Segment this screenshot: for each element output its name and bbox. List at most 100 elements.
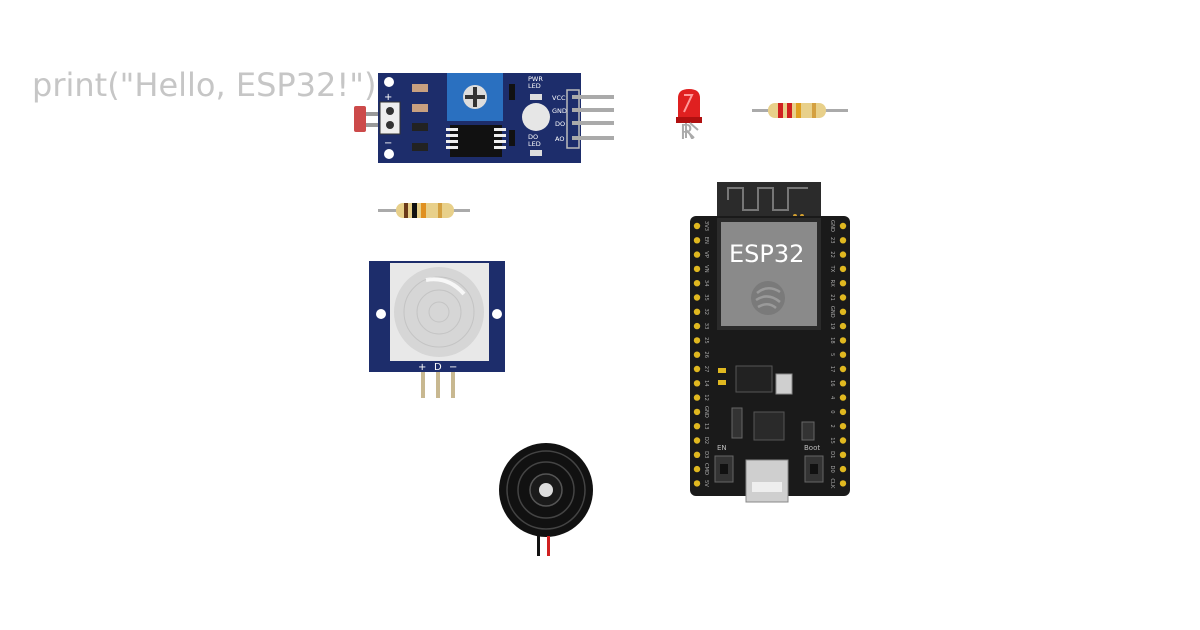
- right-pin-label: 0: [829, 410, 835, 413]
- left-pin-18[interactable]: [693, 480, 701, 487]
- right-pin-11[interactable]: [839, 380, 847, 387]
- right-pin-4[interactable]: [839, 280, 847, 287]
- right-pin-label: GND: [829, 220, 835, 232]
- left-pin-label: 26: [703, 351, 709, 358]
- right-pin-14[interactable]: [839, 423, 847, 430]
- pir-motion-sensor[interactable]: + D −: [368, 258, 508, 402]
- en-label: EN: [717, 444, 727, 452]
- ldr-plus-label: +: [384, 92, 392, 103]
- sensitivity-dome: [522, 103, 550, 131]
- right-pin-3[interactable]: [839, 265, 847, 273]
- right-pin-8[interactable]: [839, 337, 847, 344]
- resistor-top[interactable]: [752, 100, 848, 122]
- left-pin-7[interactable]: [693, 322, 701, 330]
- right-pin-17[interactable]: [839, 465, 847, 473]
- resistor-left[interactable]: [378, 200, 470, 222]
- left-pin-label: 14: [703, 380, 709, 387]
- right-pin-label: 23: [829, 237, 835, 244]
- left-pin-label: 3V3: [703, 221, 709, 231]
- photoresistor-head: [354, 106, 366, 132]
- right-pin-10[interactable]: [839, 365, 847, 373]
- left-pin-label: VP: [703, 251, 709, 258]
- left-pin-label: D3: [703, 451, 709, 458]
- espressif-logo-icon: [751, 281, 785, 315]
- right-pin-18[interactable]: [839, 480, 847, 487]
- left-pin-10[interactable]: [693, 365, 701, 373]
- boot-label: Boot: [804, 444, 820, 452]
- left-pin-6[interactable]: [693, 308, 701, 315]
- right-pin-16[interactable]: [839, 451, 847, 458]
- left-pin-15[interactable]: [693, 437, 701, 444]
- right-pin-5[interactable]: [839, 294, 847, 301]
- right-pin-label: RX: [829, 280, 835, 288]
- red-led[interactable]: R: [670, 86, 710, 144]
- left-pin-12[interactable]: [693, 394, 701, 401]
- left-pin-11[interactable]: [693, 380, 701, 387]
- right-pin-label: 22: [829, 251, 835, 258]
- led-label: R: [680, 120, 694, 144]
- right-pin-label: 19: [829, 323, 835, 330]
- left-pin-label: 33: [703, 323, 709, 330]
- left-pin-label: 13: [703, 423, 709, 430]
- left-pin-17[interactable]: [693, 465, 701, 473]
- serial-output-text: print("Hello, ESP32!"): [32, 66, 377, 104]
- left-pin-4[interactable]: [693, 280, 701, 287]
- left-pin-2[interactable]: [693, 251, 701, 258]
- right-pin-12[interactable]: [839, 394, 847, 401]
- right-pin-7[interactable]: [839, 322, 847, 330]
- right-pin-label: 5: [829, 353, 835, 356]
- left-pin-label: 27: [703, 366, 709, 373]
- mount-hole: [384, 77, 394, 87]
- esp32-chip-label: ESP32: [729, 240, 804, 268]
- right-pin-15[interactable]: [839, 437, 847, 444]
- pir-pin-label: +: [418, 362, 426, 373]
- micro-usb-port[interactable]: [745, 459, 789, 503]
- right-pin-label: GND: [829, 306, 835, 318]
- ldr-sensor-module[interactable]: + − PWR LED DO LED VCC GND DO AO: [350, 70, 620, 166]
- left-pin-label: 32: [703, 308, 709, 315]
- left-pin-3[interactable]: [693, 265, 701, 273]
- left-pin-label: 5V: [703, 480, 709, 487]
- right-pin-label: D0: [829, 465, 835, 472]
- mount-hole: [376, 309, 386, 319]
- left-pin-label: 25: [703, 337, 709, 344]
- left-pin-label: 12: [703, 394, 709, 401]
- right-pin-label: 16: [829, 380, 835, 387]
- mount-hole: [384, 149, 394, 159]
- right-pin-label: 18: [829, 337, 835, 344]
- ldr-pin-label: DO: [555, 120, 565, 128]
- right-pin-label: 2: [829, 425, 835, 428]
- right-pin-label: 4: [829, 396, 835, 400]
- left-pin-9[interactable]: [693, 351, 701, 358]
- pir-pin-label: D: [434, 362, 442, 373]
- ldr-minus-label: −: [384, 138, 392, 149]
- right-pin-label: TX: [829, 265, 835, 273]
- left-pin-5[interactable]: [693, 294, 701, 301]
- right-pin-1[interactable]: [839, 237, 847, 244]
- right-pin-9[interactable]: [839, 351, 847, 358]
- right-pin-label: 21: [829, 294, 835, 301]
- right-pin-6[interactable]: [839, 308, 847, 315]
- right-pin-0[interactable]: [839, 222, 847, 230]
- usb-uart-chip: [753, 411, 785, 441]
- left-pin-14[interactable]: [693, 423, 701, 430]
- left-pin-0[interactable]: [693, 222, 701, 230]
- left-pin-16[interactable]: [693, 451, 701, 458]
- right-pin-13[interactable]: [839, 408, 847, 416]
- left-pin-label: VN: [703, 265, 709, 273]
- comparator-chip: [450, 125, 502, 157]
- piezo-buzzer[interactable]: [496, 442, 596, 560]
- left-pin-label: CMD: [703, 463, 709, 475]
- ldr-pin-label: AO: [555, 135, 564, 143]
- right-pin-2[interactable]: [839, 251, 847, 258]
- pwr-led-label-2: LED: [528, 82, 541, 90]
- pwr-led-label-1: PWR: [528, 75, 543, 83]
- do-led-label-1: DO: [528, 133, 538, 141]
- esp32-devkit-board[interactable]: ESP32 EN Boot 3V3ENVPVN34353233252627141…: [688, 180, 852, 506]
- left-pin-label: D2: [703, 437, 709, 444]
- left-pin-1[interactable]: [693, 237, 701, 244]
- do-led-label-2: LED: [528, 140, 541, 148]
- left-pin-13[interactable]: [693, 408, 701, 416]
- left-pin-8[interactable]: [693, 337, 701, 344]
- ldr-pin-label: VCC: [552, 94, 566, 102]
